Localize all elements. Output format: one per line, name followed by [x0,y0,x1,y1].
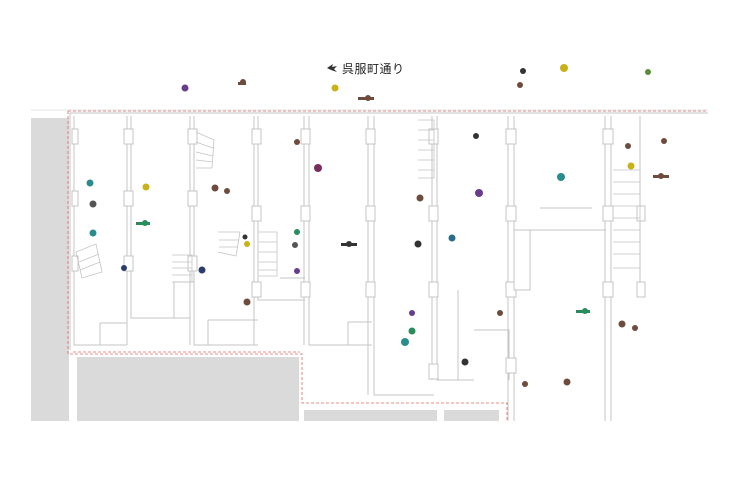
person-figure-icon [181,84,189,92]
person-figure-icon [520,68,526,74]
street-name-label: 呉服町通り [342,62,405,76]
person-figure-icon [294,139,300,145]
bottom-gray-block-2 [304,410,437,421]
person-figure-icon [294,268,300,274]
person-figure-icon [238,79,246,85]
bottom-gray-block-3 [444,410,499,421]
person-figure-icon [401,338,409,346]
columns [71,128,646,380]
person-figure-icon [653,173,669,179]
person-figure-icon [627,162,635,170]
person-figure-icon [563,378,571,386]
person-figure-icon [618,320,626,328]
person-figure-icon [461,358,469,366]
person-figure-icon [414,240,422,248]
person-figure-icon [522,381,528,387]
person-figure-icon [198,266,206,274]
person-figure-icon [121,265,127,271]
person-figure-icon [331,84,339,92]
person-figure-icon [661,138,667,144]
person-figure-icon [632,325,638,331]
person-figure-icon [448,234,456,242]
direction-arrow-icon [327,64,337,72]
person-figure-icon [497,310,503,316]
person-figure-icon [224,188,230,194]
bottom-gray-block-1 [77,357,299,421]
person-figure-icon [557,173,565,181]
person-figure-icon [243,298,251,306]
person-figure-icon [408,327,416,335]
person-figure-icon [645,69,651,75]
person-figure-icon [625,143,631,149]
person-figure-icon [416,194,424,202]
person-figure-icon [211,184,219,192]
property-boundary [67,110,708,421]
person-figure-icon [244,241,250,247]
person-figure-icon [341,241,357,247]
person-figure-icon [560,64,568,72]
person-figure-icon [86,179,94,187]
person-figure-icon [89,200,97,208]
stairs [75,119,641,283]
left-gray-block [31,118,69,421]
person-figure-icon [517,82,523,88]
person-figure-icon [314,164,322,172]
person-figure-icon [576,308,590,314]
person-figure-icon [142,183,150,191]
people [86,64,669,387]
person-figure-icon [292,242,298,248]
person-figure-icon [409,310,415,316]
person-figure-icon [294,229,300,235]
person-figure-icon [136,220,150,226]
person-figure-icon [358,95,374,101]
person-figure-icon [242,234,248,240]
person-figure-icon [475,189,483,197]
person-figure-icon [89,229,97,237]
person-figure-icon [473,133,479,139]
